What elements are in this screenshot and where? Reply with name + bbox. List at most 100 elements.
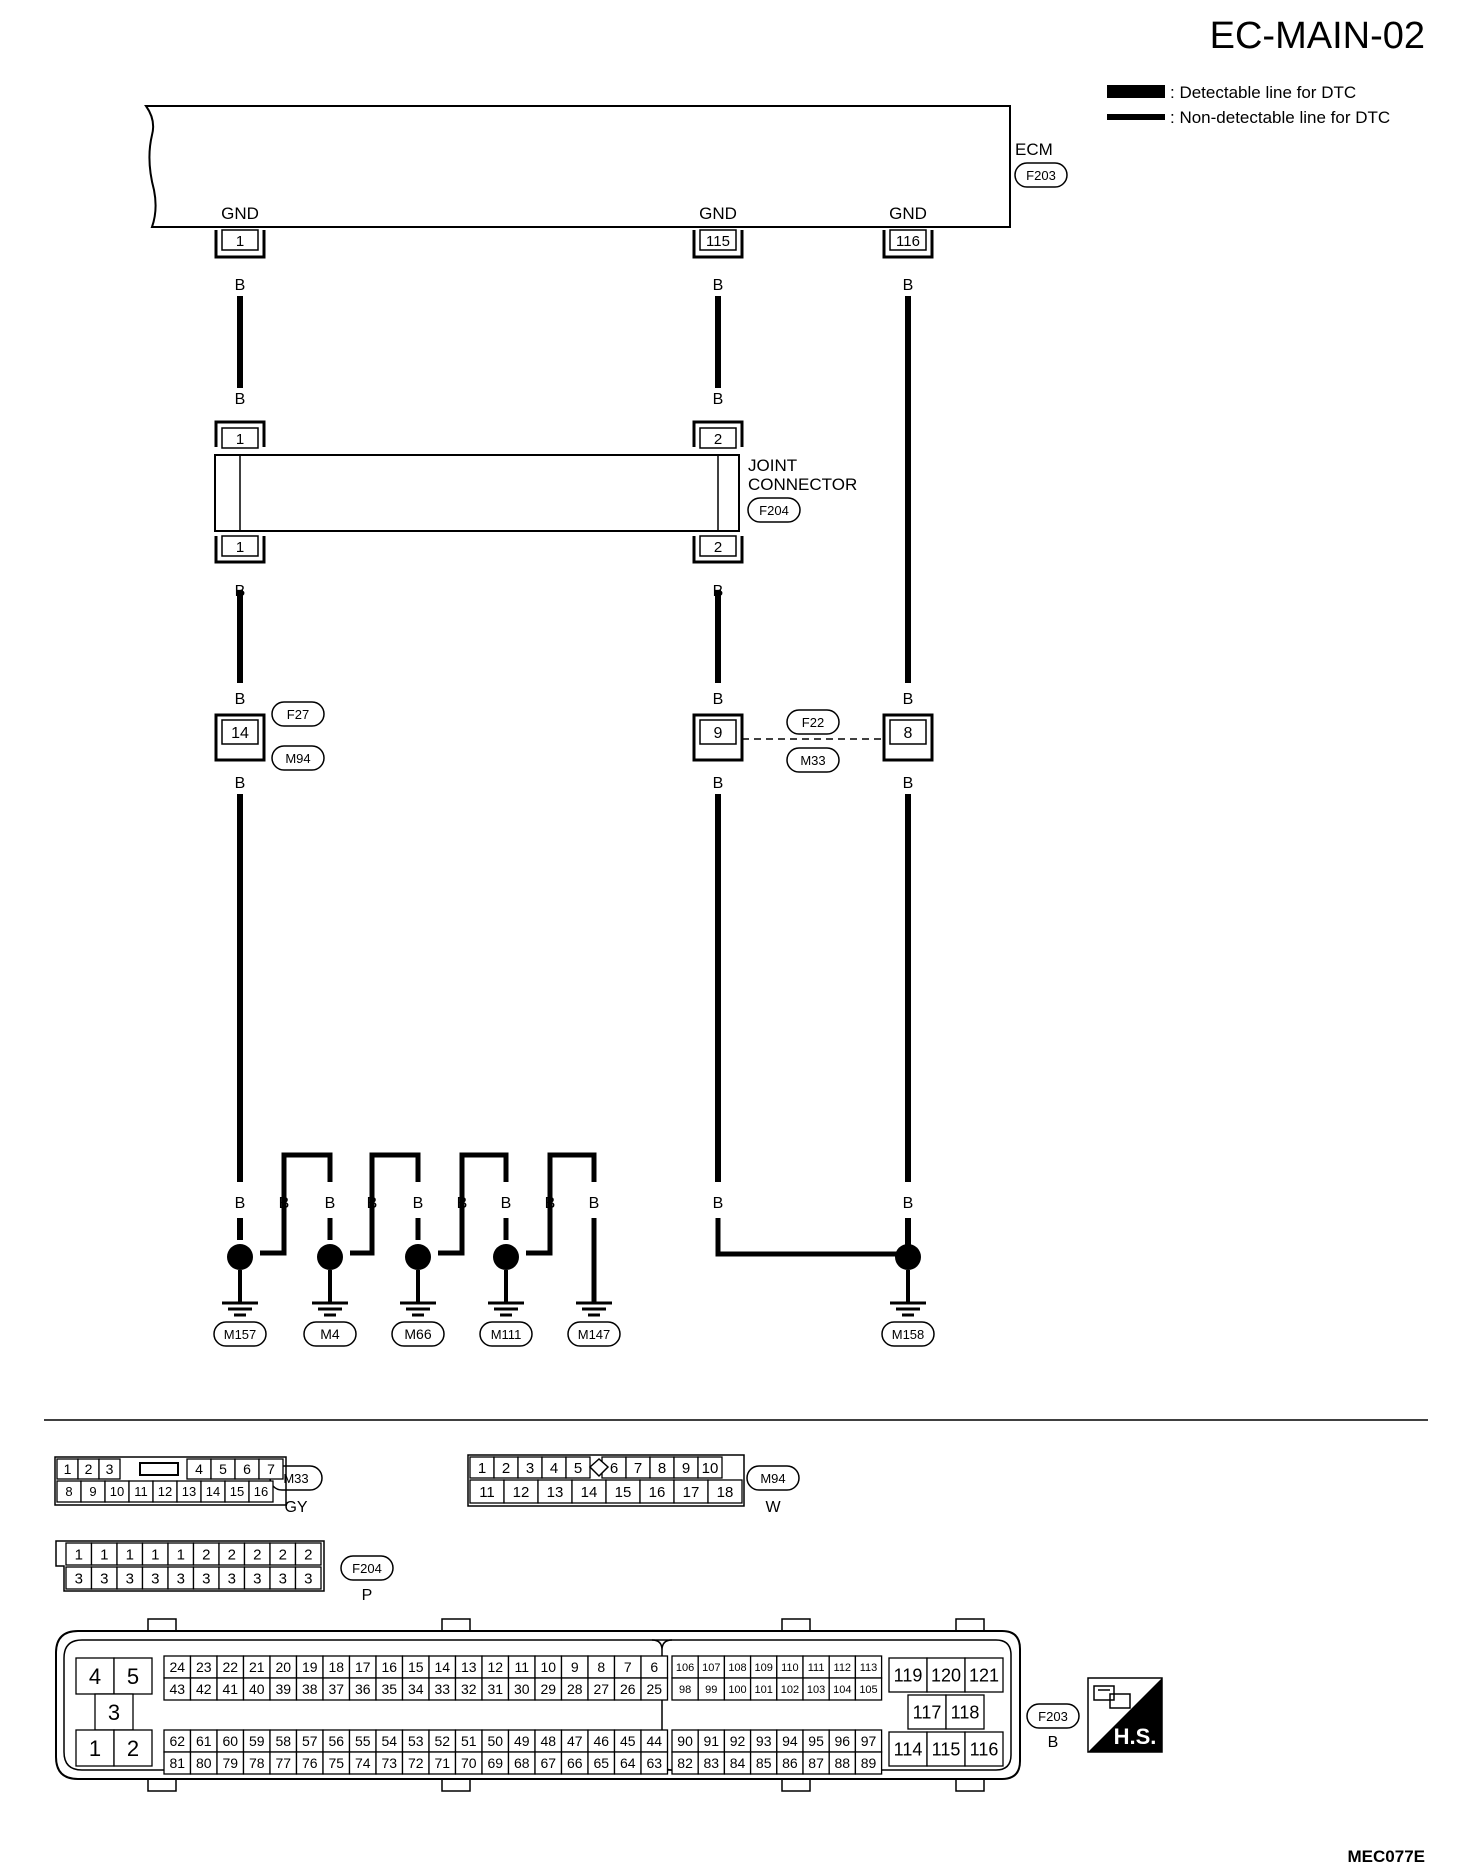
terminal-number: 22: [222, 1659, 238, 1675]
svg-text:1: 1: [236, 233, 244, 250]
terminal-number: 25: [646, 1681, 662, 1697]
ecm-pin-label: GND: [699, 204, 737, 223]
terminal-number: 46: [593, 1733, 609, 1749]
terminal-number: 51: [461, 1733, 477, 1749]
terminal-number: 3: [106, 1461, 114, 1477]
terminal-number: 99: [705, 1684, 717, 1696]
terminal-number: 7: [634, 1460, 642, 1477]
svg-text:B: B: [713, 391, 724, 408]
svg-text:B: B: [713, 691, 724, 708]
terminal-number: 3: [228, 1570, 236, 1587]
terminal-number: 1: [151, 1546, 159, 1563]
terminal-number: 7: [624, 1659, 632, 1675]
terminal-number: 121: [969, 1665, 999, 1685]
terminal-number: 93: [756, 1733, 772, 1749]
terminal-number: 50: [487, 1733, 503, 1749]
ground-icon: [222, 1270, 258, 1317]
svg-text:B: B: [1048, 1734, 1059, 1751]
terminal-number: 4: [89, 1664, 101, 1689]
svg-text:P: P: [362, 1587, 373, 1604]
terminal-number: 10: [702, 1460, 719, 1477]
terminal-number: 10: [540, 1659, 556, 1675]
terminal-number: 65: [593, 1755, 609, 1771]
terminal-number: 107: [702, 1662, 720, 1674]
terminal-number: 96: [835, 1733, 851, 1749]
svg-text:F22: F22: [802, 715, 824, 730]
terminal-number: 102: [781, 1684, 799, 1696]
terminal-number: 3: [126, 1570, 134, 1587]
terminal-number: 85: [756, 1755, 772, 1771]
svg-text:W: W: [765, 1499, 781, 1516]
terminal-number: 11: [479, 1484, 495, 1501]
terminal-number: 67: [540, 1755, 556, 1771]
terminal-number: 3: [100, 1570, 108, 1587]
terminal-number: 60: [222, 1733, 238, 1749]
terminal-number: 3: [151, 1570, 159, 1587]
terminal-number: 3: [177, 1570, 185, 1587]
terminal-number: 80: [196, 1755, 212, 1771]
terminal-number: 14: [581, 1484, 598, 1501]
terminal-number: 34: [408, 1681, 424, 1697]
svg-text:F27: F27: [287, 707, 309, 722]
terminal-number: 84: [730, 1755, 746, 1771]
terminal-number: 112: [834, 1662, 852, 1674]
terminal-number: 3: [75, 1570, 83, 1587]
svg-text:B: B: [325, 1195, 336, 1212]
svg-text:B: B: [713, 775, 724, 792]
terminal-number: 75: [328, 1755, 344, 1771]
svg-text:8: 8: [904, 725, 913, 742]
terminal-cell: [907, 1694, 947, 1730]
terminal-number: 3: [202, 1570, 210, 1587]
terminal-number: 120: [931, 1665, 961, 1685]
svg-text:H.S.: H.S.: [1114, 1724, 1157, 1749]
terminal-number: 87: [808, 1755, 824, 1771]
legend: : Detectable line for DTC : Non-detectab…: [1107, 83, 1390, 127]
terminal-number: 103: [807, 1684, 825, 1696]
terminal-number: 23: [196, 1659, 212, 1675]
terminal-number: 11: [134, 1484, 148, 1499]
terminal-number: 48: [540, 1733, 556, 1749]
terminal-number: 63: [646, 1755, 662, 1771]
ground-id: M147: [578, 1327, 611, 1342]
ground-id: M111: [491, 1327, 522, 1342]
terminal-number: 45: [620, 1733, 636, 1749]
terminal-number: 92: [730, 1733, 746, 1749]
svg-text:B: B: [235, 775, 246, 792]
terminal-number: 117: [913, 1702, 942, 1722]
terminal-number: 16: [649, 1484, 666, 1501]
terminal-number: 90: [677, 1733, 693, 1749]
terminal-number: 2: [304, 1546, 312, 1563]
svg-text:F203: F203: [1038, 1709, 1068, 1724]
terminal-number: 66: [567, 1755, 583, 1771]
terminal-number: 10: [110, 1484, 124, 1499]
terminal-number: 20: [275, 1659, 291, 1675]
terminal-cell: [113, 1657, 153, 1695]
terminal-number: 2: [279, 1546, 287, 1563]
terminal-number: 4: [195, 1461, 203, 1477]
wires: [237, 296, 911, 1303]
terminal-number: 1: [64, 1461, 72, 1477]
ecm-terminal-116: 116: [882, 229, 934, 259]
ground-id: M157: [224, 1327, 257, 1342]
terminal-number: 14: [434, 1659, 450, 1675]
terminal-number: 11: [514, 1659, 529, 1675]
terminal-number: 1: [89, 1736, 101, 1761]
terminal-number: 29: [540, 1681, 556, 1697]
terminal-cell: [98, 1458, 121, 1480]
terminal-number: 53: [408, 1733, 424, 1749]
ecm-connector-id: F203: [1026, 168, 1056, 183]
terminal-number: 9: [682, 1460, 690, 1477]
svg-text:M94: M94: [760, 1471, 785, 1486]
terminal-number: 38: [302, 1681, 318, 1697]
terminal-number: 1: [100, 1546, 108, 1563]
svg-text:9: 9: [714, 725, 723, 742]
terminal-number: 12: [513, 1484, 530, 1501]
terminal-number: 64: [620, 1755, 636, 1771]
terminal-number: 16: [381, 1659, 397, 1675]
terminal-number: 17: [683, 1484, 700, 1501]
ground-id: M66: [404, 1326, 431, 1342]
terminal-number: 47: [567, 1733, 583, 1749]
